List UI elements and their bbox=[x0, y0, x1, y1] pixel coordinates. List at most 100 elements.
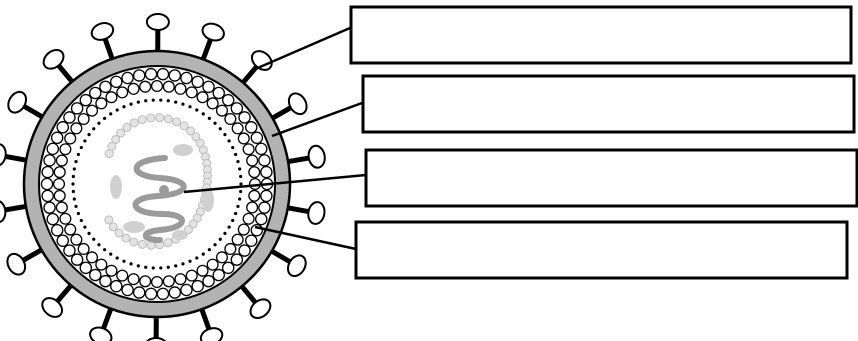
genome-blob bbox=[172, 230, 188, 240]
capsid-subunit bbox=[150, 275, 164, 289]
capsid-subunit bbox=[212, 268, 225, 282]
matrix-dot bbox=[218, 127, 222, 131]
leader-line-2 bbox=[271, 101, 363, 138]
matrix-dot bbox=[218, 237, 222, 241]
genome-bead bbox=[137, 239, 147, 249]
capsid-subunit bbox=[221, 261, 235, 275]
matrix-dot bbox=[188, 259, 192, 263]
capsid-subunit bbox=[224, 112, 237, 126]
capsid-subunit bbox=[162, 80, 175, 93]
capsid-subunit bbox=[260, 189, 273, 203]
answer-box-1[interactable] bbox=[349, 5, 853, 65]
capsid-subunit bbox=[196, 264, 209, 277]
matrix-dot bbox=[238, 167, 242, 171]
matrix-dot bbox=[236, 160, 240, 164]
capsid bbox=[40, 67, 274, 301]
capsid-subunit bbox=[95, 97, 108, 110]
capsid-subunit bbox=[206, 258, 219, 271]
capsid-subunit bbox=[238, 111, 251, 124]
capsid-subunit bbox=[53, 189, 66, 202]
matrix-dot bbox=[223, 133, 227, 137]
capsid-subunit bbox=[121, 283, 134, 297]
answer-box-2[interactable] bbox=[361, 74, 856, 134]
capsid-subunit bbox=[212, 86, 225, 100]
matrix-dot bbox=[74, 160, 78, 164]
matrix-dot bbox=[166, 99, 170, 103]
matrix-dot bbox=[238, 197, 242, 201]
spike-head bbox=[145, 13, 170, 32]
leader-line-4 bbox=[254, 225, 357, 251]
capsid-subunit bbox=[46, 142, 60, 156]
matrix-dot bbox=[213, 121, 217, 125]
genome-bead bbox=[129, 118, 139, 128]
capsid-subunit bbox=[156, 67, 170, 81]
capsid-subunit bbox=[202, 80, 215, 94]
capsid-subunit bbox=[260, 165, 273, 179]
matrix-dot bbox=[166, 265, 170, 269]
capsid-subunit bbox=[221, 93, 235, 107]
matrix-dot bbox=[115, 256, 119, 260]
capsid-subunit bbox=[105, 91, 118, 104]
matrix-dot bbox=[239, 182, 243, 186]
matrix-dot bbox=[83, 225, 87, 229]
matrix-dot bbox=[79, 145, 83, 150]
matrix-dot bbox=[136, 264, 140, 268]
matrix-dot bbox=[195, 256, 199, 260]
capsid-subunit bbox=[63, 244, 76, 257]
genome-bead bbox=[111, 134, 121, 144]
answer-box-3[interactable] bbox=[364, 148, 858, 208]
capsid-subunit bbox=[64, 223, 77, 236]
capsid-subunit bbox=[144, 67, 158, 81]
capsid-subunit bbox=[246, 154, 259, 167]
answer-box-4[interactable] bbox=[354, 220, 849, 280]
genome-blob bbox=[202, 188, 214, 212]
matrix-dot bbox=[97, 121, 101, 125]
genome-bead bbox=[159, 185, 169, 195]
genome-bead bbox=[155, 113, 165, 123]
capsid-subunit bbox=[191, 279, 204, 293]
genome-bead bbox=[163, 238, 173, 248]
capsid-subunit bbox=[95, 258, 108, 271]
capsid-subunit bbox=[70, 102, 84, 115]
genome-blob bbox=[110, 175, 122, 199]
capsid-subunit bbox=[202, 274, 215, 288]
matrix-dot bbox=[181, 102, 185, 106]
spike-head bbox=[41, 297, 64, 318]
matrix-dot bbox=[159, 98, 163, 102]
genome-bead bbox=[186, 126, 196, 136]
genome-bead bbox=[107, 141, 117, 151]
spike-head bbox=[6, 252, 27, 276]
capsid-subunit bbox=[132, 69, 146, 82]
spike-head bbox=[7, 90, 28, 114]
matrix-dot bbox=[71, 174, 75, 179]
genome-bead bbox=[129, 237, 139, 247]
matrix-dot bbox=[122, 105, 126, 109]
capsid-subunit bbox=[215, 251, 229, 264]
genome-bead bbox=[191, 132, 201, 142]
spike-head bbox=[201, 22, 225, 42]
matrix-dot bbox=[207, 248, 211, 252]
leader-line-3 bbox=[183, 173, 367, 194]
capsid-subunit bbox=[121, 71, 134, 85]
capsid-subunit bbox=[85, 251, 99, 264]
matrix-dot bbox=[188, 105, 192, 109]
capsid-subunit bbox=[59, 143, 72, 156]
capsid-subunit bbox=[41, 189, 54, 203]
capsid-subunit bbox=[63, 111, 76, 124]
capsid-subunit bbox=[168, 69, 182, 82]
capsid-subunit bbox=[116, 269, 129, 282]
capsid-subunit bbox=[206, 97, 219, 110]
capsid-subunit bbox=[237, 223, 250, 236]
genome-bead bbox=[116, 128, 126, 138]
matrix-dot bbox=[109, 252, 113, 256]
capsid-subunit bbox=[85, 104, 99, 117]
matrix-dot bbox=[144, 265, 148, 269]
matrix-dot bbox=[87, 231, 91, 235]
capsid-subunit bbox=[105, 264, 118, 277]
genome-bead bbox=[114, 228, 124, 238]
capsid-subunit bbox=[89, 268, 102, 282]
matrix-dot bbox=[115, 108, 119, 112]
matrix-dot bbox=[239, 189, 243, 194]
matrix-dot bbox=[231, 145, 235, 150]
capsid-subunit bbox=[43, 154, 56, 167]
